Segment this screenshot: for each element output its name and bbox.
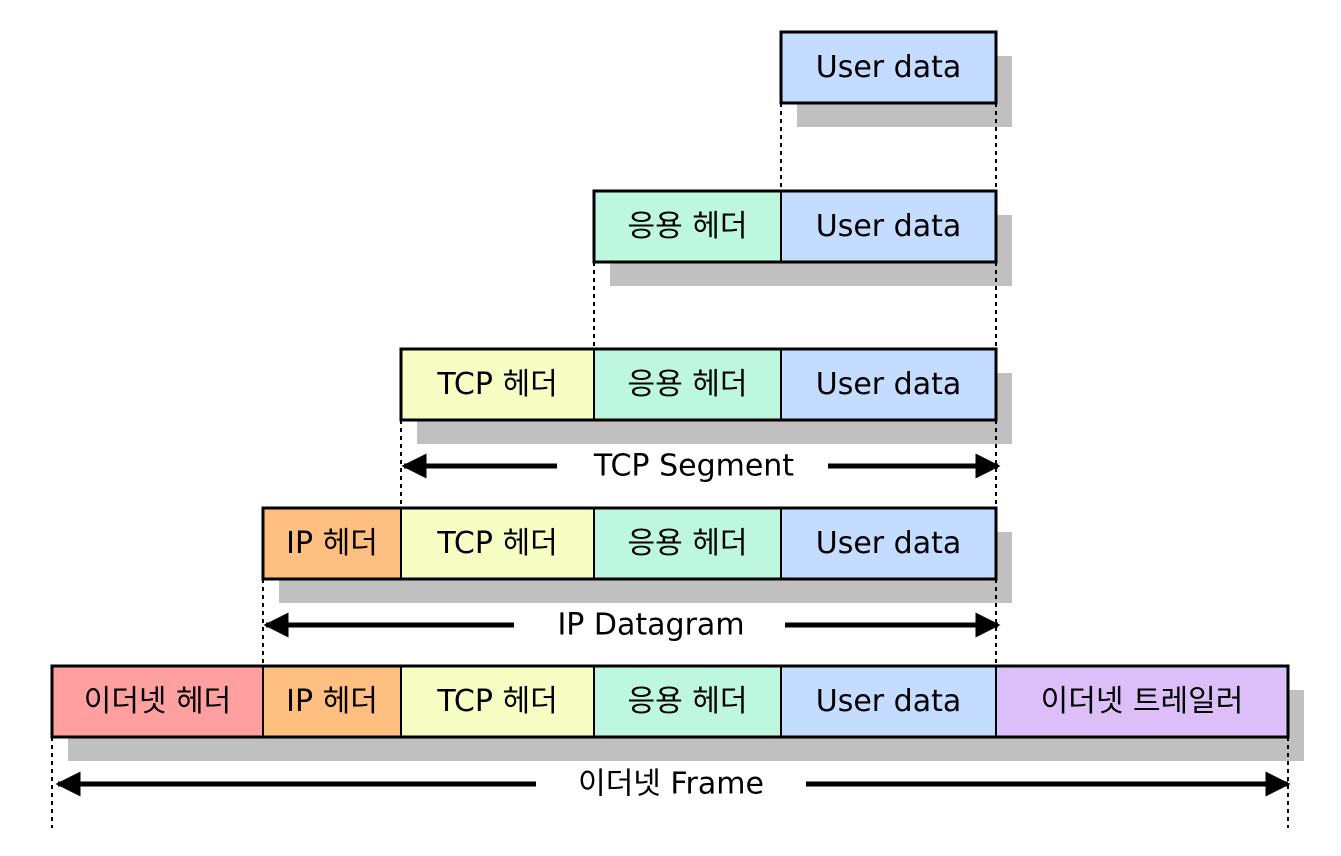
tcp-header-cell [400,507,595,580]
eth-trailer-label: 이더넷 트레일러 [1041,684,1244,719]
ip-datagram-label: IP Datagram [557,608,744,643]
tcp-header-label: TCP 헤더 [436,684,557,719]
app-header-label: 응용 헤더 [628,684,748,719]
tcp-header-cell [400,348,595,421]
user-data-label: User data [816,50,962,85]
ip-header-label: IP 헤더 [286,684,378,719]
ip-datagram-span: IP Datagram [263,608,1001,643]
row-1-outline [779,30,998,105]
packet-row-5: 이더넷 헤더 IP 헤더 TCP 헤더 응용 헤더 User data 이더넷 트레일러 [50,664,1290,739]
packet-row-3: TCP 헤더 응용 헤더 User data [399,347,998,422]
user-data-label: User data [816,209,962,244]
app-header-label: 응용 헤더 [628,526,748,561]
eth-header-label: 이더넷 헤더 [84,684,232,719]
packet-row-2: 응용 헤더 User data [592,189,998,264]
tcp-header-label: TCP 헤더 [436,526,557,561]
user-data-label: User data [816,367,962,402]
span-arrows: TCP Segment IP Datagram 이더넷 Frame [55,449,1291,802]
ethernet-frame-label: 이더넷 Frame [578,767,764,802]
row-5-outline [50,664,1290,739]
tcp-segment-label: TCP Segment [593,449,794,484]
row-3-outline [399,347,998,422]
packet-row-1: User data [779,30,998,105]
tcp-segment-span: TCP Segment [401,449,1001,484]
guide-lines [51,103,1289,828]
app-header-cell [593,665,782,738]
tcp-header-label: TCP 헤더 [436,367,557,402]
user-data-label: User data [816,684,962,719]
user-data-label: User data [816,526,962,561]
tcp-header-cell [400,665,595,738]
app-header-label: 응용 헤더 [628,209,748,244]
row-2-outline [592,189,998,264]
app-header-cell [593,348,782,421]
row-4-outline [261,506,998,581]
app-header-label: 응용 헤더 [628,367,748,402]
ip-header-label: IP 헤더 [286,526,378,561]
ethernet-frame-span: 이더넷 Frame [55,767,1291,802]
packet-row-4: IP 헤더 TCP 헤더 응용 헤더 User data [261,506,998,581]
